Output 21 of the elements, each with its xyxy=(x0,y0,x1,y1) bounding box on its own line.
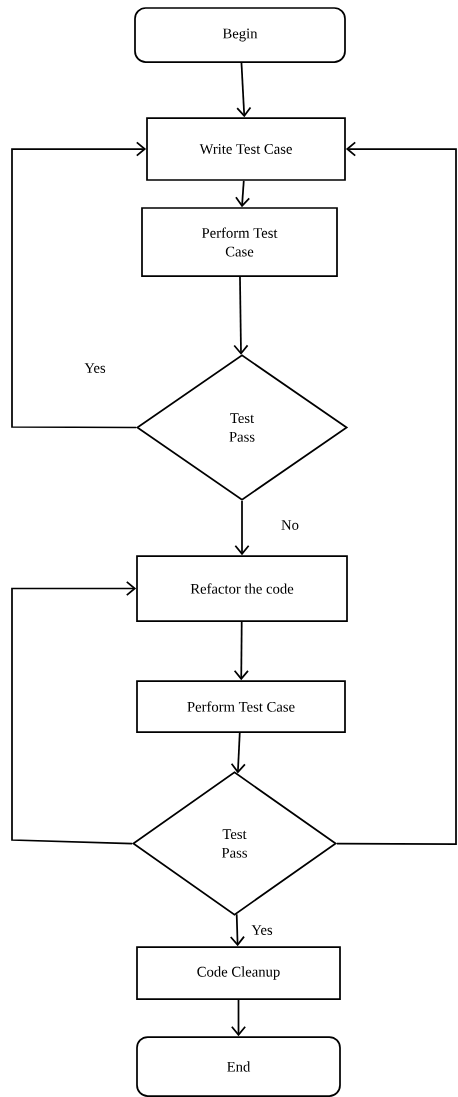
arrow xyxy=(235,180,251,208)
arrow xyxy=(11,580,137,845)
arrow xyxy=(336,141,457,845)
edge-label: Yes xyxy=(83,361,107,375)
process-box: Refactor the code xyxy=(136,555,348,622)
end-terminator: End xyxy=(136,1036,341,1097)
process-box: Write Test Case xyxy=(146,117,346,181)
edge-label: No xyxy=(279,518,301,532)
arrow xyxy=(229,913,245,947)
arrow xyxy=(234,500,250,556)
start-terminator: Begin xyxy=(134,7,346,63)
arrow xyxy=(236,62,252,118)
arrow xyxy=(11,141,147,429)
arrow xyxy=(233,276,249,355)
arrow xyxy=(230,732,246,774)
process-box: Perform Test Case xyxy=(136,680,346,733)
arrow xyxy=(233,621,249,681)
process-box: Code Cleanup xyxy=(136,946,341,1000)
process-box: Perform Test Case xyxy=(141,207,338,277)
edge-label: Yes xyxy=(250,923,274,937)
arrow xyxy=(230,999,247,1037)
